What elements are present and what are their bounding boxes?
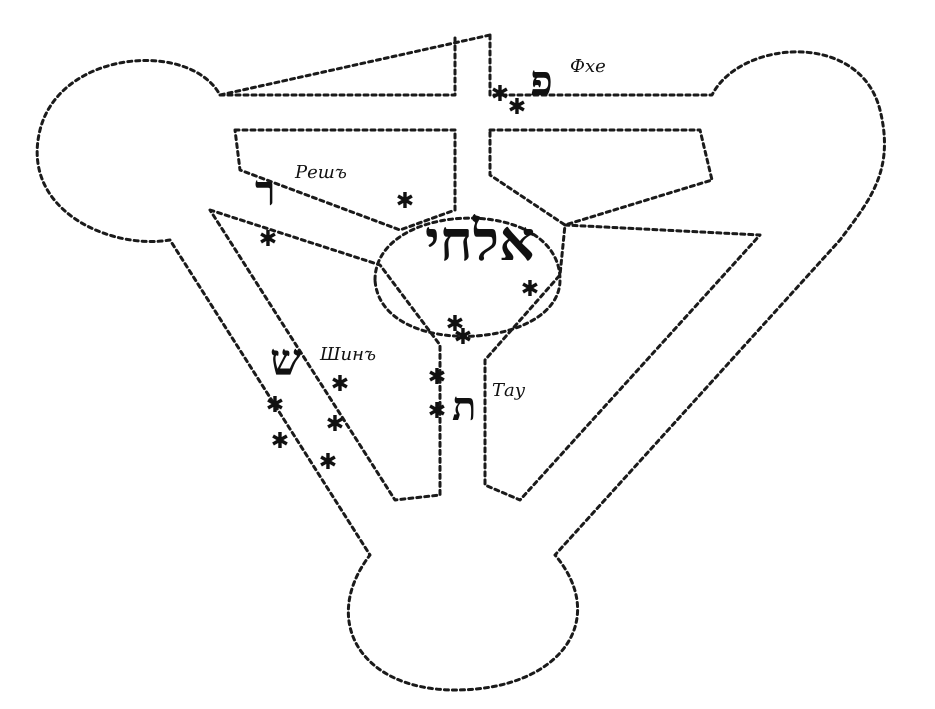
upper-left-arm: [233, 128, 457, 232]
star-icon: ✱: [446, 312, 464, 337]
tav-label: Тау: [492, 380, 526, 401]
shin-letter: ש: [270, 335, 301, 386]
right-arm: [483, 223, 762, 502]
star-icon: ✱: [428, 399, 446, 424]
star-icon: ✱: [491, 82, 509, 107]
center-circle: [373, 216, 562, 338]
outer-outline: [35, 33, 886, 692]
star-icon: ✱: [266, 393, 284, 418]
pe-letter: פ: [530, 56, 553, 105]
star-icon: ✱: [508, 95, 526, 120]
center-word: אלחי: [425, 208, 535, 274]
tav-letter: ת: [452, 383, 476, 430]
upper-right-arm: [488, 128, 714, 227]
star-icon: ✱: [271, 429, 289, 454]
star-icon: ✱: [259, 227, 277, 252]
star-icon: ✱: [454, 325, 472, 350]
star-icon: ✱: [428, 365, 446, 390]
resh-label: Решъ: [294, 162, 347, 183]
star-icon: ✱: [396, 189, 414, 214]
pe-label: Фхе: [570, 56, 606, 77]
star-icon: ✱: [331, 372, 349, 397]
stars-group: ✱✱✱✱✱✱✱✱✱✱✱✱✱✱: [259, 82, 539, 475]
star-icon: ✱: [521, 277, 539, 302]
resh-letter: ר: [255, 166, 276, 215]
star-icon: ✱: [326, 412, 344, 437]
left-arm: [208, 208, 442, 502]
shin-label: Шинъ: [319, 344, 376, 365]
star-icon: ✱: [319, 450, 337, 475]
